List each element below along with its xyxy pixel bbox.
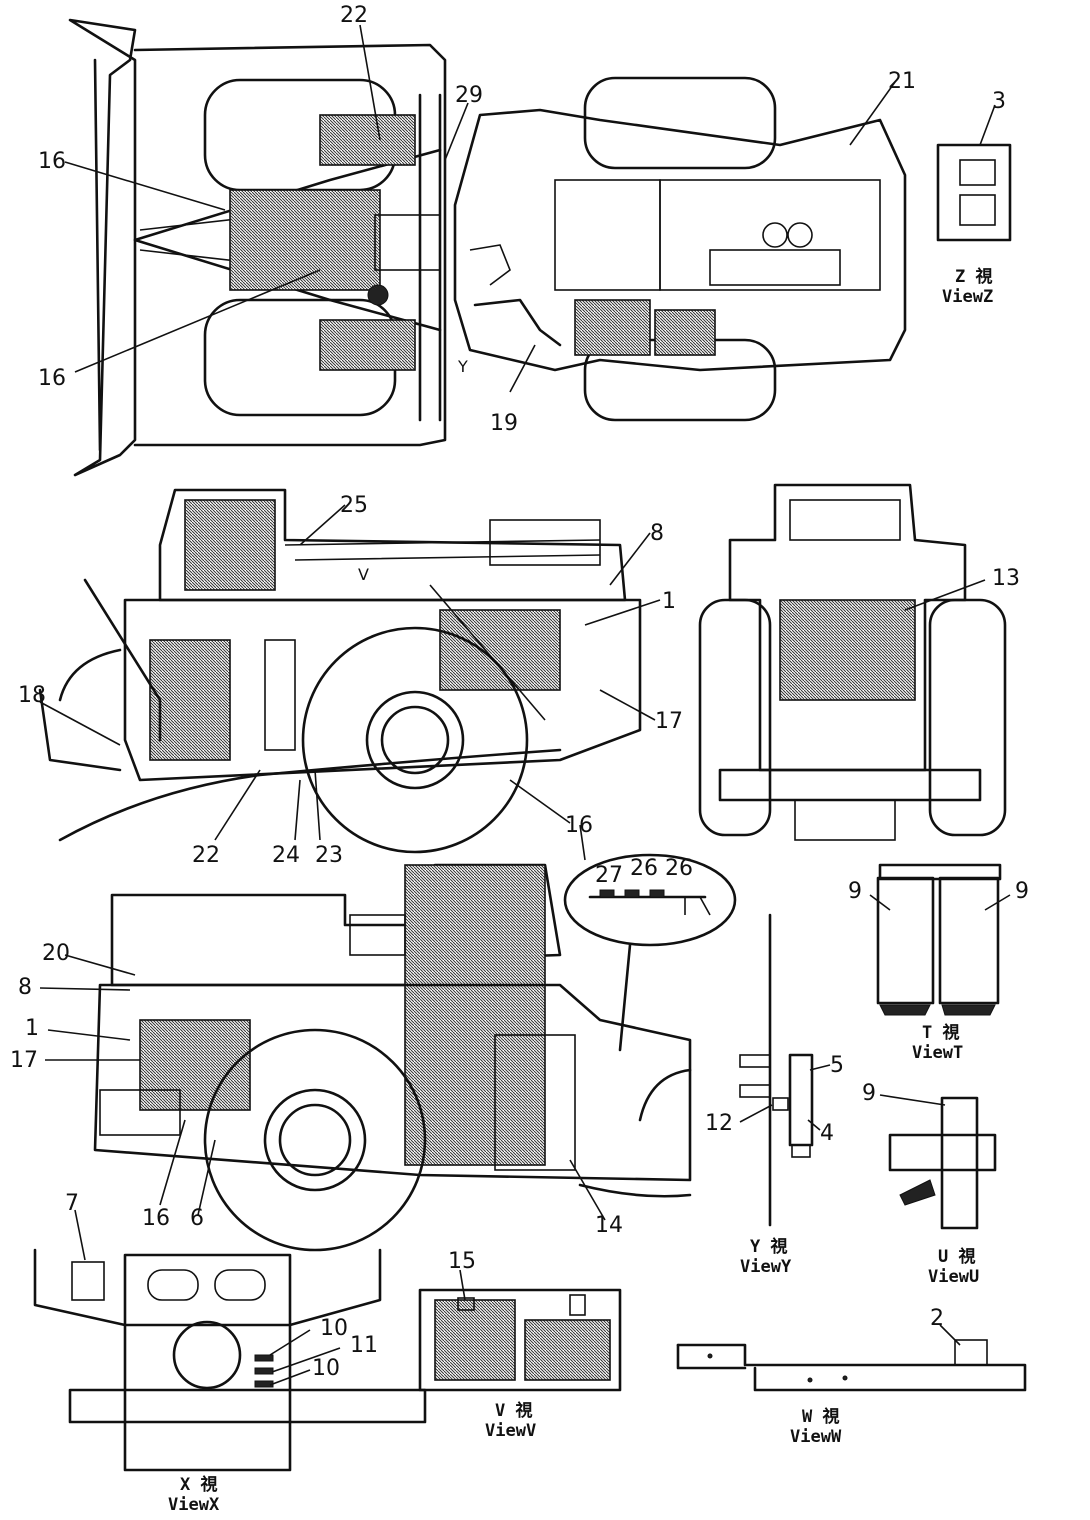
callout-13: 13 <box>992 566 1020 591</box>
view-v-drawing <box>418 1288 622 1392</box>
callout-15: 15 <box>448 1249 476 1274</box>
callout-26-a: 26 <box>630 856 658 881</box>
front-view <box>698 483 1007 841</box>
view-y-label-en: ViewY <box>740 1257 792 1277</box>
callout-10-upper: 10 <box>320 1316 348 1341</box>
callout-9-u: 9 <box>862 1081 876 1106</box>
callout-17-right: 17 <box>10 1048 38 1073</box>
callout-17-left: 17 <box>655 709 683 734</box>
callout-1-left: 1 <box>662 589 676 614</box>
view-z-label-jp: Z 視 <box>955 266 992 287</box>
left-side-view <box>38 488 642 854</box>
view-x-label-en: ViewX <box>168 1495 220 1515</box>
callout-23: 23 <box>315 843 343 868</box>
right-side-view <box>93 863 692 1252</box>
view-y-drawing <box>739 913 814 1227</box>
view-u-label-jp: U 視 <box>938 1246 975 1267</box>
callout-22: 22 <box>340 3 368 28</box>
view-t-drawing <box>876 863 1002 1016</box>
callout-9-t-right: 9 <box>1015 879 1029 904</box>
view-t-label-jp: T 視 <box>922 1022 959 1043</box>
callout-8-right: 8 <box>18 975 32 1000</box>
view-u-drawing <box>888 1096 997 1230</box>
callout-24: 24 <box>272 843 300 868</box>
view-w-label-en: ViewW <box>790 1427 842 1447</box>
view-v-label-jp: V 視 <box>495 1400 532 1421</box>
callout-10-lower: 10 <box>312 1356 340 1381</box>
callout-20: 20 <box>42 941 70 966</box>
callout-14: 14 <box>595 1213 623 1238</box>
callout-7: 7 <box>65 1191 79 1216</box>
top-view <box>68 18 907 477</box>
callout-19: 19 <box>490 411 518 436</box>
view-y-label-jp: Y 視 <box>750 1236 787 1257</box>
view-z-label-en: ViewZ <box>942 287 993 307</box>
callout-21: 21 <box>888 69 916 94</box>
arrow-label-y: Y <box>457 357 468 376</box>
callout-8-left: 8 <box>650 521 664 546</box>
callout-29: 29 <box>455 83 483 108</box>
callout-25: 25 <box>340 493 368 518</box>
view-x-drawing <box>33 1248 427 1472</box>
callout-6: 6 <box>190 1206 204 1231</box>
callout-27: 27 <box>595 863 623 888</box>
view-u-label-en: ViewU <box>928 1267 979 1287</box>
callout-1-right: 1 <box>25 1016 39 1041</box>
view-w-drawing <box>676 1339 1027 1392</box>
view-z-drawing <box>936 143 1012 242</box>
leader-lines <box>39 24 1011 1386</box>
callout-18: 18 <box>18 683 46 708</box>
callout-3: 3 <box>992 89 1006 114</box>
callout-12: 12 <box>705 1111 733 1136</box>
callout-9-t-left: 9 <box>848 879 862 904</box>
callout-22-side: 22 <box>192 843 220 868</box>
callout-16-top: 16 <box>38 149 66 174</box>
callout-11: 11 <box>350 1333 378 1358</box>
callout-26-b: 26 <box>665 856 693 881</box>
view-w-label-jp: W 視 <box>802 1406 839 1427</box>
arrow-label-v: V <box>358 565 369 584</box>
callout-numbers: 22 29 21 3 16 16 19 25 8 1 13 18 17 16 2… <box>10 3 1029 1381</box>
callout-5: 5 <box>830 1053 844 1078</box>
callout-4: 4 <box>820 1121 834 1146</box>
view-labels: Z 視 ViewZ T 視 ViewT Y 視 ViewY U 視 ViewU … <box>168 266 993 1515</box>
callout-16-left: 16 <box>565 813 593 838</box>
callout-16-top-lower: 16 <box>38 366 66 391</box>
callout-2: 2 <box>930 1306 944 1331</box>
detail-ellipse <box>563 853 737 947</box>
view-v-label-en: ViewV <box>485 1421 536 1441</box>
view-x-label-jp: X 視 <box>180 1474 217 1495</box>
view-t-label-en: ViewT <box>912 1043 963 1063</box>
callout-16-right: 16 <box>142 1206 170 1231</box>
